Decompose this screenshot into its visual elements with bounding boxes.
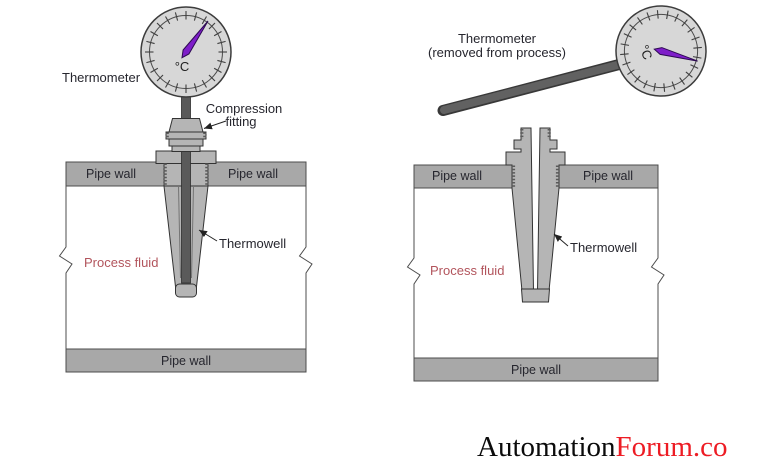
right-vessel-right-wall <box>650 188 665 358</box>
left-process-fluid-label: Process fluid <box>84 255 158 270</box>
left-thermometer-gauge: °C <box>140 6 232 98</box>
left-compression-fitting-arrow <box>203 120 227 130</box>
right-pipe-wall-top-right-label: Pipe wall <box>583 169 633 183</box>
left-pipe-wall-bottom-label: Pipe wall <box>161 354 211 368</box>
left-pipe-wall-top-right <box>207 161 307 187</box>
left-vessel-right-wall <box>298 186 313 349</box>
left-vessel-left-wall <box>58 186 73 349</box>
left-pipe-wall-bottom <box>65 348 307 373</box>
right-gauge-needle <box>653 47 698 62</box>
site-logo-forum: Forum.co <box>615 431 728 463</box>
right-thermowell-arrow <box>553 233 569 247</box>
site-logo-automation: Automation <box>477 431 616 463</box>
left-gauge-ticks <box>145 11 227 93</box>
right-thermowell <box>505 127 566 303</box>
left-pipe-wall-top-left <box>65 161 165 187</box>
left-pipe-wall-top-right-label: Pipe wall <box>228 167 278 181</box>
right-process-fluid-label: Process fluid <box>430 263 504 278</box>
right-thermometer-gauge: °C <box>615 5 707 97</box>
right-pipe-wall-top-left-label: Pipe wall <box>432 169 482 183</box>
right-thermometer-label-line1: Thermometer <box>458 31 537 46</box>
right-diagram: °C Thermometer (removed from process) Pi… <box>406 5 707 382</box>
right-gauge-ticks <box>620 10 702 92</box>
left-thermowell-arrow <box>198 229 218 242</box>
left-compression-fitting-label-line1: Compression <box>206 101 283 116</box>
right-thermometer-label-line2: (removed from process) <box>428 45 566 60</box>
left-gauge-needle <box>181 20 209 59</box>
left-compression-fitting <box>165 118 207 152</box>
left-thermometer-label: Thermometer <box>62 70 141 85</box>
right-pipe-wall-bottom-label: Pipe wall <box>511 363 561 377</box>
left-gauge-unit: °C <box>175 59 190 74</box>
left-diagram: °C Thermometer Compression fitting Pipe … <box>58 6 313 373</box>
right-vessel-left-wall <box>406 188 421 358</box>
left-thermowell-label: Thermowell <box>219 236 286 251</box>
right-pipe-wall-bottom <box>413 357 659 382</box>
site-logo: AutomationForum.co <box>477 431 728 463</box>
right-thermowell-label: Thermowell <box>570 240 637 255</box>
left-compression-fitting-label-line2: fitting <box>225 114 256 129</box>
left-pipe-wall-top-left-label: Pipe wall <box>86 167 136 181</box>
right-gauge-unit: °C <box>636 43 655 62</box>
right-thermometer-stem <box>440 60 625 114</box>
